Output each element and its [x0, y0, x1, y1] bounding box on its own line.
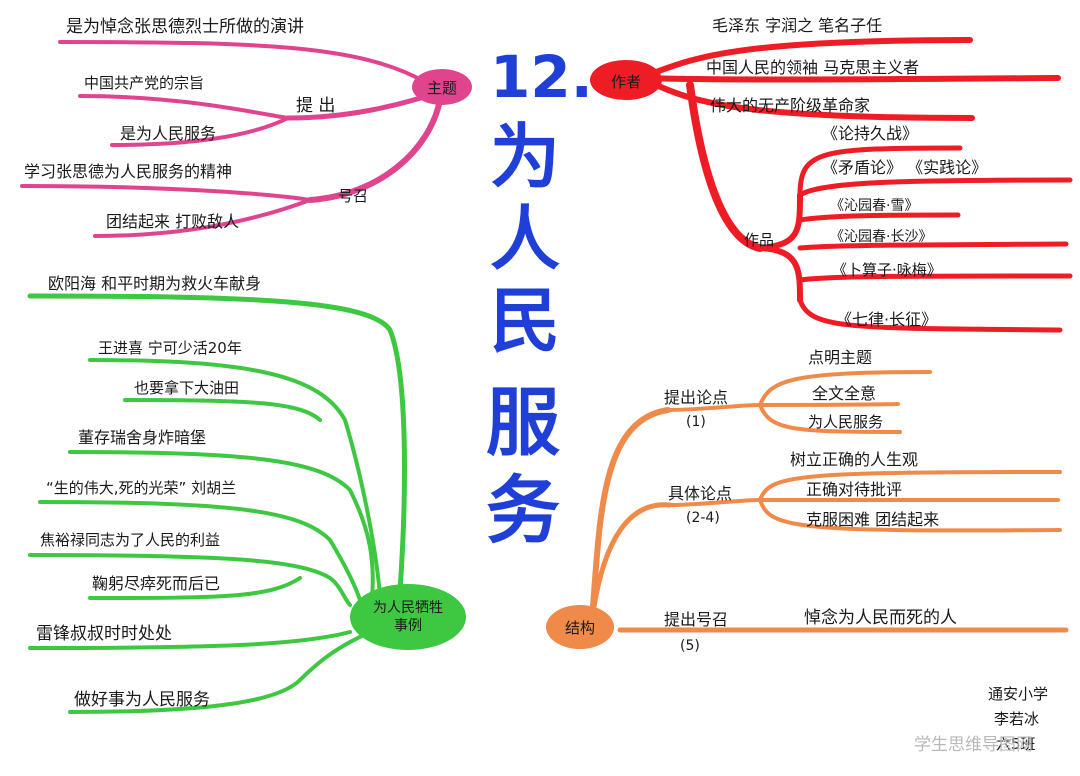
example-1: 欧阳海 和平时期为救火车献身 [48, 274, 262, 293]
signature-school: 通安小学 [988, 685, 1049, 703]
structure-detail-item-2: 正确对待批评 [806, 480, 903, 499]
theme-propose-item-1: 中国共产党的宗旨 [84, 74, 205, 92]
title-char-1: 为 [490, 116, 560, 198]
theme-branch [20, 40, 443, 238]
theme-node-bubble [412, 69, 472, 105]
title-char-5: 务 [486, 468, 560, 554]
theme-propose-label: 提 出 [296, 96, 336, 116]
author-works-label: 作品 [744, 231, 775, 249]
title-char-2: 人 [490, 198, 560, 280]
examples-node-bubble [350, 584, 466, 650]
example-7: 鞠躬尽瘁死而后已 [92, 574, 221, 593]
author-work-4: 《沁园春·长沙》 [830, 229, 933, 245]
author-branch [637, 37, 1073, 333]
structure-argument-item-3: 为人民服务 [808, 413, 884, 431]
signature-class: 六5班 [996, 735, 1036, 753]
author-node-bubble [590, 60, 662, 100]
title-number: 12. [490, 43, 593, 111]
structure-detail-item-3: 克服困难 团结起来 [806, 510, 940, 529]
author-work-2: 《矛盾论》 《实践论》 [822, 158, 988, 177]
structure-call-item: 悼念为人民而死的人 [804, 608, 957, 628]
structure-node-bubble [546, 605, 614, 649]
author-work-6: 《七律·长征》 [836, 310, 938, 329]
structure-detail-sub: (2-4) [686, 510, 720, 526]
structure-call-sub: (5) [680, 638, 700, 654]
title-char-4: 服 [486, 380, 560, 466]
example-9: 做好事为人民服务 [74, 690, 210, 710]
example-6: 焦裕禄同志为了人民的利益 [40, 531, 221, 549]
structure-node: 结构 [564, 618, 595, 637]
author-node: 作者 [610, 72, 641, 91]
structure-argument-label: 提出论点 [664, 388, 729, 407]
example-8: 雷锋叔叔时时处处 [36, 624, 172, 644]
examples-branch [27, 293, 407, 714]
theme-node: 主题 [426, 78, 457, 97]
example-3: 也要拿下大油田 [134, 379, 240, 397]
author-line-2: 中国人民的领袖 马克思主义者 [706, 58, 920, 77]
example-4: 董存瑞舍身炸暗堡 [78, 428, 207, 447]
theme-call-item-1: 学习张思德为人民服务的精神 [24, 162, 233, 181]
watermark: 学生思维导图网 [914, 735, 1033, 755]
theme-speech: 是为悼念张思德烈士所做的演讲 [66, 17, 304, 37]
structure-argument-item-2: 全文全意 [812, 384, 877, 403]
title-char-3: 民 [490, 280, 560, 362]
structure-detail-item-1: 树立正确的人生观 [790, 450, 919, 469]
signature-name: 李若冰 [994, 710, 1040, 728]
examples-node: 为人民牺牲 事例 [373, 600, 443, 634]
structure-argument-item-1: 点明主题 [808, 348, 873, 367]
structure-detail-label: 具体论点 [668, 484, 733, 503]
author-line-3: 伟大的无产阶级革命家 [710, 96, 871, 115]
author-work-1: 《论持久战》 [822, 124, 919, 143]
theme-call-label: 号召 [338, 187, 369, 205]
structure-branch [589, 370, 1069, 633]
theme-call-item-2: 团结起来 打败敌人 [106, 212, 240, 231]
author-line-1: 毛泽东 字润之 笔名子任 [712, 16, 883, 35]
example-5: “生的伟大,死的光荣” 刘胡兰 [46, 479, 237, 497]
author-work-5: 《卜算子·咏梅》 [832, 261, 942, 279]
theme-propose-item-2: 是为人民服务 [120, 124, 217, 143]
example-2: 王进喜 宁可少活20年 [98, 339, 242, 357]
structure-argument-sub: (1) [686, 414, 706, 430]
structure-call-label: 提出号召 [664, 610, 729, 629]
author-work-3: 《沁园春·雪》 [830, 198, 919, 214]
